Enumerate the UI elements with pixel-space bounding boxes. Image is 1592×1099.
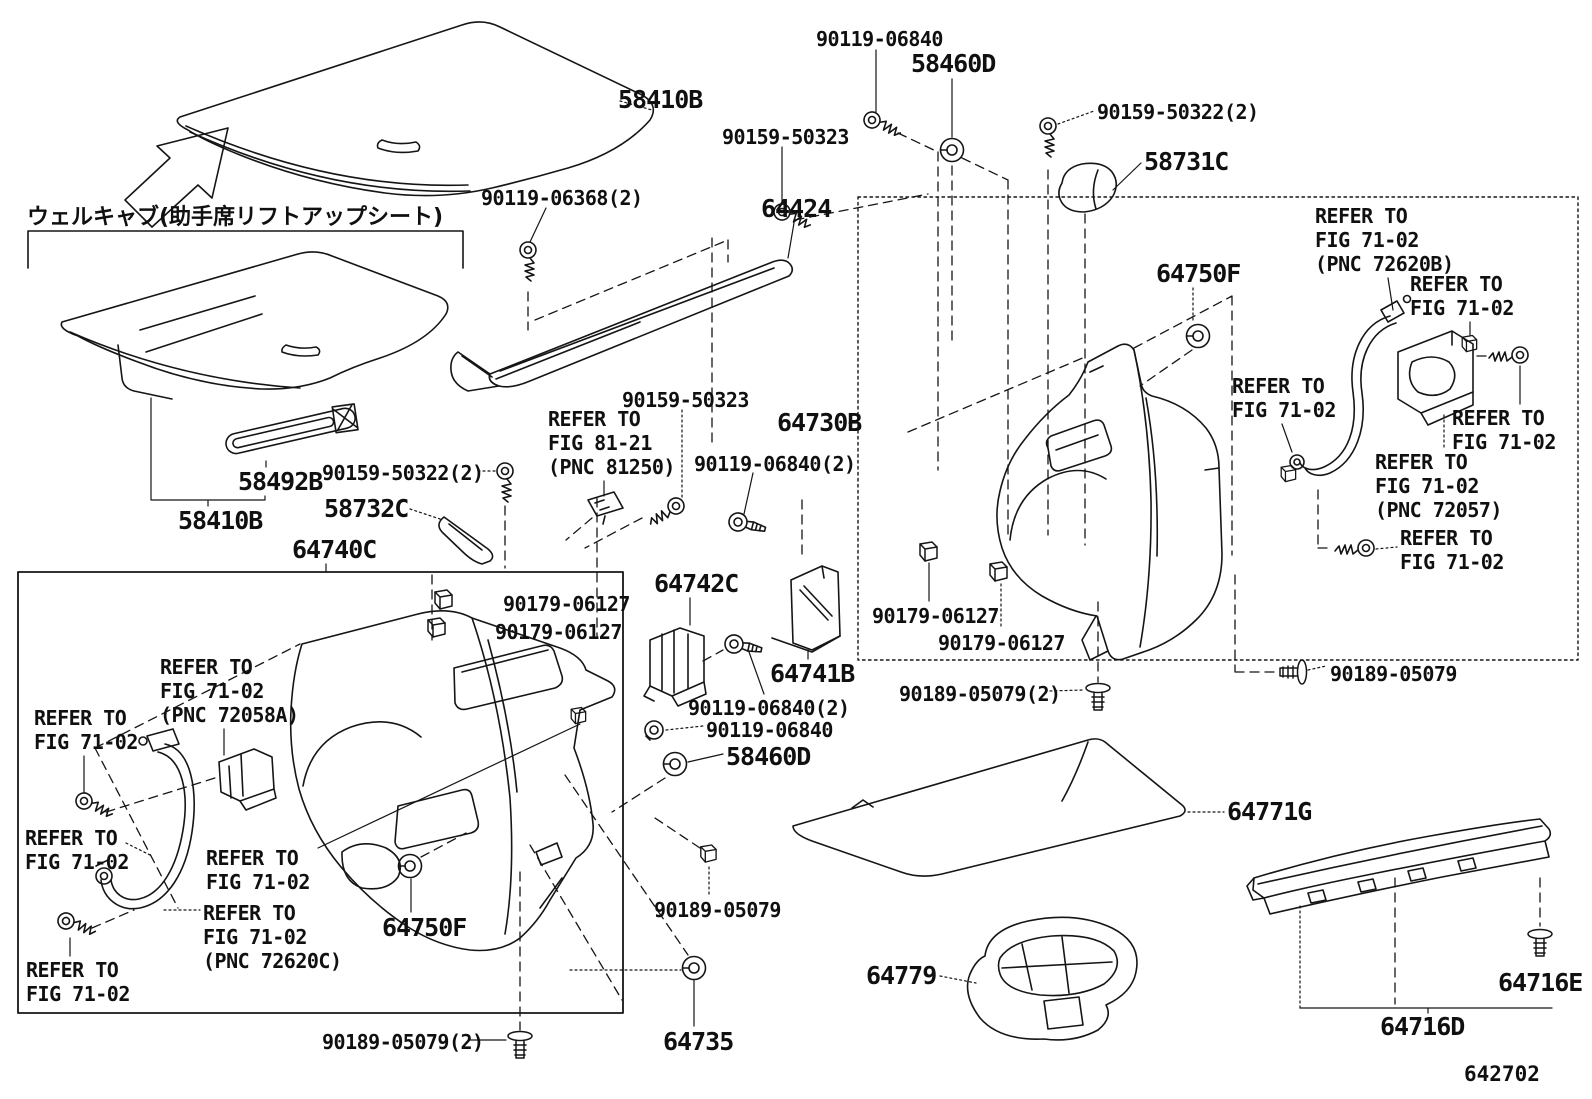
callout-64742c[interactable]: 64742C: [654, 569, 739, 598]
box-64740c: [17, 571, 624, 1014]
callout-64779[interactable]: 64779: [866, 961, 937, 990]
ref-fig71-02-bottom-right[interactable]: REFER TO FIG 71-02: [1400, 526, 1504, 574]
callout-64424[interactable]: 64424: [761, 194, 832, 223]
welcab-note: ウェルキャブ(助手席リフトアップシート): [27, 205, 444, 230]
cap-58731c-drawing: [1058, 162, 1118, 213]
ref-fig71-02-pnc72058a[interactable]: REFER TO FIG 71-02 (PNC 72058A): [160, 655, 299, 727]
ref-fig71-02-right-screw[interactable]: REFER TO FIG 71-02: [1452, 406, 1556, 454]
callout-64771g[interactable]: 64771G: [1227, 797, 1312, 826]
latch-housing-drawing: [1397, 330, 1474, 426]
ref-fig71-02-pnc72620c[interactable]: REFER TO FIG 71-02 (PNC 72620C): [203, 901, 342, 973]
cargo-cover-welcab-drawing: [60, 251, 449, 400]
callout-90159-50322-top-right[interactable]: 90159-50322(2): [1097, 100, 1259, 124]
connector-81250-drawing: [587, 491, 624, 525]
ref-fig71-02-center[interactable]: REFER TO FIG 71-02: [206, 846, 310, 894]
bracket-64742c-drawing: [643, 627, 707, 707]
quarter-trim-panel-left-drawing: [289, 610, 616, 952]
figure-number: 642702: [1464, 1062, 1540, 1086]
callout-64730b[interactable]: 64730B: [777, 408, 862, 437]
ref-fig81-21-pnc81250[interactable]: REFER TO FIG 81-21 (PNC 81250): [548, 407, 675, 479]
callout-90189-05079-right[interactable]: 90189-05079: [1330, 662, 1457, 686]
ref-fig71-02-cable-left[interactable]: REFER TO FIG 71-02: [1232, 374, 1336, 422]
ref-fig71-02-left-mid[interactable]: REFER TO FIG 71-02: [25, 826, 129, 874]
callout-64750f-right[interactable]: 64750F: [1156, 259, 1241, 288]
welcab-callout-bracket: [150, 397, 267, 507]
sill-plate-64716d-drawing: [1246, 818, 1552, 915]
callout-90159-50323-top[interactable]: 90159-50323: [722, 125, 849, 149]
callout-90159-50323-mid[interactable]: 90159-50323: [622, 388, 749, 412]
callout-58410b-left[interactable]: 58410B: [178, 506, 263, 535]
callout-90119-06840-2-mid[interactable]: 90119-06840(2): [694, 452, 856, 476]
callout-64716e[interactable]: 64716E: [1498, 968, 1583, 997]
callout-90189-05079-2-right[interactable]: 90189-05079(2): [899, 682, 1061, 706]
callout-90159-50322-left[interactable]: 90159-50322(2): [322, 461, 484, 485]
callout-58492b[interactable]: 58492B: [238, 467, 323, 496]
ref-fig71-02-pnc72620b[interactable]: REFER TO FIG 71-02 (PNC 72620B): [1315, 204, 1454, 276]
sill-callout-bracket: [1299, 877, 1553, 1014]
direction-arrow-icon: [124, 127, 229, 228]
fastener-icons: [54, 108, 1553, 1059]
callout-58460d-top[interactable]: 58460D: [911, 49, 996, 78]
callout-58410b-top[interactable]: 58410B: [618, 85, 703, 114]
callout-58460d-low[interactable]: 58460D: [726, 742, 811, 771]
callout-64741b[interactable]: 64741B: [770, 659, 855, 688]
welcab-bracket: [27, 230, 464, 269]
release-cable-left-drawing: [95, 728, 195, 910]
callout-90189-05079-left[interactable]: 90189-05079: [654, 898, 781, 922]
tool-tray-64779-drawing: [966, 916, 1138, 1041]
release-cable-right-drawing: [1289, 294, 1412, 476]
callout-90119-06840-top[interactable]: 90119-06840: [816, 27, 943, 51]
garnish-64424-drawing: [450, 259, 794, 392]
callout-90189-05079-2-bottom[interactable]: 90189-05079(2): [322, 1030, 484, 1054]
ref-fig71-02-pnc72057[interactable]: REFER TO FIG 71-02 (PNC 72057): [1375, 450, 1502, 522]
callout-58731c[interactable]: 58731C: [1144, 147, 1229, 176]
callout-90179-06127-b[interactable]: 90179-06127: [495, 620, 622, 644]
callout-64716d[interactable]: 64716D: [1380, 1012, 1465, 1041]
floor-mat-64771g-drawing: [792, 738, 1186, 877]
quarter-trim-panel-right-drawing: [996, 343, 1223, 661]
callout-64735[interactable]: 64735: [663, 1027, 734, 1056]
callout-90179-06127-c[interactable]: 90179-06127: [872, 604, 999, 628]
leader-lines: [69, 49, 1521, 1041]
bracket-64741b-drawing: [771, 565, 841, 653]
ref-fig71-02-upper-right[interactable]: REFER TO FIG 71-02: [1410, 272, 1514, 320]
latch-bezel-72058a-drawing: [218, 748, 277, 811]
callout-58732c[interactable]: 58732C: [324, 494, 409, 523]
callout-90119-06840-2-low[interactable]: 90119-06840(2): [688, 696, 850, 720]
dashed-projection-lines: [91, 132, 1541, 1031]
cargo-cover-top-drawing: [176, 21, 655, 197]
callout-90119-06368[interactable]: 90119-06368(2): [481, 186, 643, 210]
box-64730b: [857, 196, 1579, 661]
callout-90179-06127-d[interactable]: 90179-06127: [938, 631, 1065, 655]
callout-64740c[interactable]: 64740C: [292, 535, 377, 564]
ref-fig71-02-left-bottom[interactable]: REFER TO FIG 71-02: [26, 958, 130, 1006]
callout-64750f-left[interactable]: 64750F: [382, 913, 467, 942]
strap-58492b-drawing: [225, 403, 359, 455]
callout-90119-06840-low[interactable]: 90119-06840: [706, 718, 833, 742]
ref-fig71-02-left-upper[interactable]: REFER TO FIG 71-02: [34, 706, 138, 754]
callout-90179-06127-a[interactable]: 90179-06127: [503, 592, 630, 616]
wedge-58732c-drawing: [438, 516, 494, 565]
